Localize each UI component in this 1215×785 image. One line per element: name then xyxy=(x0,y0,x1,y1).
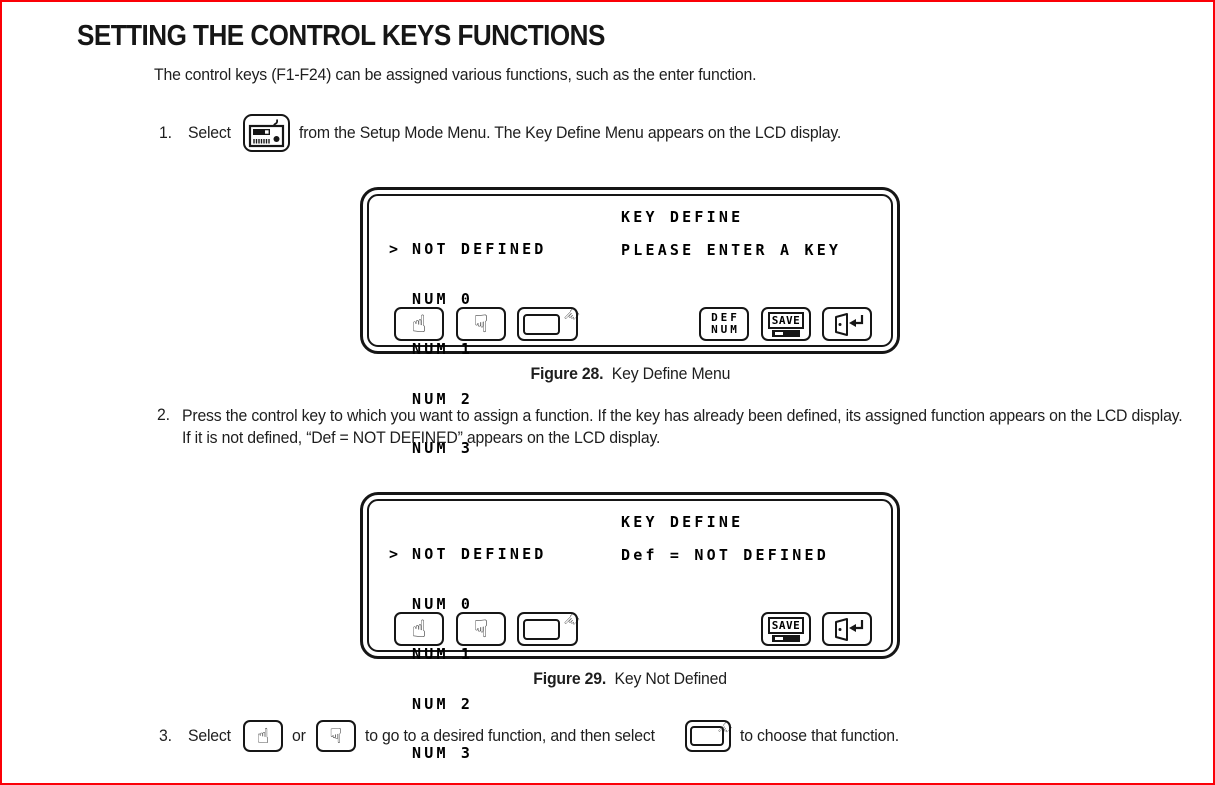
menu-cursor: > xyxy=(389,240,402,259)
step-3-text-3: to go to a desired function, and then se… xyxy=(364,726,655,745)
scroll-down-button-icon: ☟ xyxy=(315,720,356,752)
select-button-icon: ☝ xyxy=(685,717,737,752)
save-button-icon: SAVE xyxy=(761,612,811,646)
up-pointing-hand-icon: ☝ xyxy=(411,615,427,643)
lcd-menu-line: NUM 1 xyxy=(389,339,547,358)
exit-button-icon xyxy=(822,307,872,341)
lcd-menu-list: >NOT DEFINED NUM 0 NUM 1 NUM 2 NUM 3 NUM… xyxy=(389,513,547,783)
scroll-down-button-icon: ☟ xyxy=(456,307,506,341)
step-1-text-after: from the Setup Mode Menu. The Key Define… xyxy=(299,123,842,142)
screen-outline xyxy=(523,619,560,640)
figure-29-label: Figure 29. xyxy=(533,669,607,688)
exit-button-icon xyxy=(822,612,872,646)
step-3: 3. Select ☝ or ☟ to go to a desired func… xyxy=(159,717,911,754)
menu-item: NUM 2 xyxy=(412,694,474,713)
num-label: NUM xyxy=(711,323,740,336)
lcd-panel-key-define-menu: > NOT DEFINED NUM 0 NUM 1 NUM 2 NUM 3 NUM… xyxy=(360,187,900,506)
figure-28-caption: Figure 28. Key Define Menu xyxy=(360,364,900,384)
menu-item: NUM 0 xyxy=(412,289,474,308)
figure-28-label: Figure 28. xyxy=(530,364,603,383)
lcd-menu-line: > NOT DEFINED xyxy=(389,241,547,258)
save-disk-bar xyxy=(772,634,800,642)
exit-door-icon xyxy=(835,618,864,641)
scroll-up-button-icon: ☝ xyxy=(394,612,444,646)
lcd-message: Def = NOT DEFINED xyxy=(621,546,829,564)
step-1: 1. Select from the Setup Mode Menu. The … xyxy=(159,113,882,153)
lcd-menu-line: NUM 0 xyxy=(389,291,547,308)
save-button-icon: SAVE xyxy=(761,307,811,341)
touch-hand-icon: ☝ xyxy=(560,607,585,632)
lcd-menu-line: NUM 2 xyxy=(389,694,547,713)
lcd-menu-line: NUM 3 xyxy=(389,440,547,457)
intro-paragraph: The control keys (F1-F24) can be assigne… xyxy=(154,65,802,85)
def-label: DEF xyxy=(711,311,740,324)
save-label: SAVE xyxy=(767,311,805,329)
step-1-number: 1. xyxy=(159,123,172,142)
lcd-menu-line: NUM 2 xyxy=(389,389,547,408)
intro-text: The control keys (F1-F24) can be assigne… xyxy=(154,65,757,84)
menu-item: NUM 1 xyxy=(412,339,474,358)
scroll-up-button-icon: ☝ xyxy=(394,307,444,341)
figure-29-text: Key Not Defined xyxy=(614,669,727,688)
step-3-number: 3. xyxy=(159,726,172,745)
device-glyph xyxy=(248,119,284,148)
up-pointing-hand-icon: ☝ xyxy=(411,310,427,338)
step-2-text: Press the control key to which you want … xyxy=(182,406,1183,447)
lcd-screen-title: KEY DEFINE xyxy=(621,513,744,531)
down-pointing-hand-icon: ☟ xyxy=(473,310,489,338)
step-3-text-4: to choose that function. xyxy=(740,726,900,745)
menu-item: NUM 3 xyxy=(412,439,474,458)
page-title: SETTING THE CONTROL KEYS FUNCTIONS xyxy=(77,20,605,52)
menu-item: NUM 1 xyxy=(412,644,474,663)
screen-outline xyxy=(523,314,560,335)
setup-key-define-device-icon xyxy=(243,114,291,152)
exit-door-icon xyxy=(835,313,864,336)
up-pointing-hand-icon: ☝ xyxy=(256,723,270,748)
scroll-up-button-icon: ☝ xyxy=(243,720,284,752)
lcd-menu-line: NUM 0 xyxy=(389,596,547,613)
lcd-panel-key-not-defined: >NOT DEFINED NUM 0 NUM 1 NUM 2 NUM 3 NUM… xyxy=(360,492,900,762)
step-1-text-before: Select xyxy=(188,123,231,142)
menu-item: NUM 0 xyxy=(412,594,474,613)
def-num-button-icon: DEF NUM xyxy=(699,307,749,341)
screen-outline xyxy=(690,726,725,746)
select-button-icon: ☝ xyxy=(517,608,585,646)
step-3-text-1: Select xyxy=(188,726,231,745)
lcd-screen: >NOT DEFINED NUM 0 NUM 1 NUM 2 NUM 3 NUM… xyxy=(367,499,893,762)
touch-hand-icon: ☝ xyxy=(560,302,585,327)
lcd-message: PLEASE ENTER A KEY xyxy=(621,241,842,259)
step-2: 2. Press the control key to which you wa… xyxy=(157,405,1213,449)
menu-item: NOT DEFINED xyxy=(412,545,547,564)
step-2-number: 2. xyxy=(157,405,170,424)
figure-28-text: Key Define Menu xyxy=(611,364,730,383)
lcd-menu-line: NUM 1 xyxy=(389,644,547,663)
lcd-screen: > NOT DEFINED NUM 0 NUM 1 NUM 2 NUM 3 NUM… xyxy=(367,194,893,506)
save-disk-bar xyxy=(772,329,800,337)
menu-item: NOT DEFINED xyxy=(412,240,547,259)
down-pointing-hand-icon: ☟ xyxy=(473,615,489,643)
step-3-text-2: or xyxy=(292,726,306,745)
menu-item: NUM 2 xyxy=(412,389,474,408)
menu-item: NUM 3 xyxy=(412,744,474,763)
save-label: SAVE xyxy=(767,616,805,634)
lcd-menu-line: > NOT DEFINED xyxy=(389,546,547,563)
select-button-icon: ☝ xyxy=(517,303,585,341)
down-pointing-hand-icon: ☟ xyxy=(329,723,343,748)
scroll-down-button-icon: ☟ xyxy=(456,612,506,646)
touch-hand-icon: ☝ xyxy=(715,717,737,739)
menu-cursor: > xyxy=(389,545,402,564)
lcd-menu-line: NUM 3 xyxy=(389,745,547,762)
figure-29-caption: Figure 29. Key Not Defined xyxy=(360,669,900,689)
lcd-screen-title: KEY DEFINE xyxy=(621,208,744,226)
